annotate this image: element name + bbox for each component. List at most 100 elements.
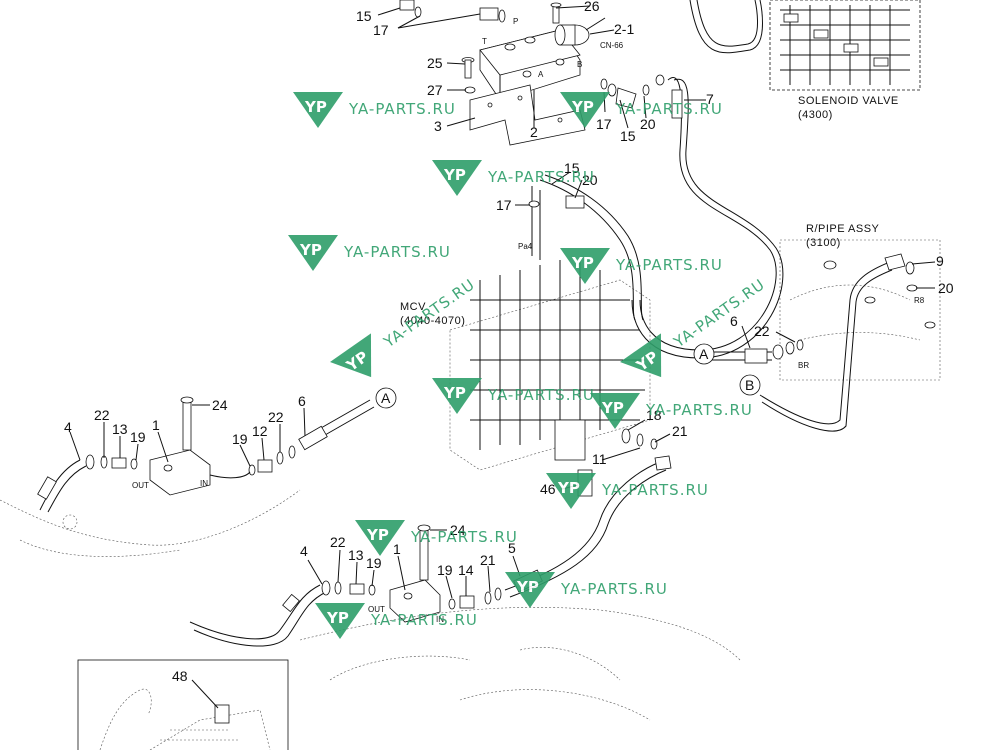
watermark-text: YA-PARTS.RU — [615, 256, 723, 274]
connector-a-label: A — [699, 346, 709, 362]
callout-17: 17 — [496, 197, 512, 213]
callout-12: 12 — [252, 423, 268, 439]
watermark: YP YA-PARTS.RU — [432, 378, 595, 414]
watermark-logo-icon — [432, 378, 482, 414]
text-labels: SOLENOID VALVE (4300) R/PIPE ASSY (3100)… — [132, 17, 925, 624]
solenoid-coil-2-1 — [554, 17, 606, 46]
callout-22: 22 — [330, 534, 346, 550]
connector-b-circle — [739, 374, 761, 396]
callout-21: 21 — [672, 423, 688, 439]
callout-14: 14 — [458, 562, 474, 578]
callout-18: 18 — [646, 407, 662, 423]
watermark-text: YA-PARTS.RU — [410, 528, 518, 546]
watermark: YP YA-PARTS.RU — [315, 603, 478, 639]
callout-20: 20 — [640, 116, 656, 132]
callout-9: 9 — [936, 253, 944, 269]
watermark: YP YA-PARTS.RU — [355, 520, 518, 556]
watermark-logo-icon — [505, 572, 555, 608]
fitting-15-top — [399, 0, 506, 23]
callout-24: 24 — [212, 397, 228, 413]
watermark-logo-text: YP — [557, 479, 580, 497]
watermark-text: YA-PARTS.RU — [615, 100, 723, 118]
watermark-text: YA-PARTS.RU — [487, 168, 595, 186]
watermark-logo-text: YP — [571, 98, 594, 116]
in-label: IN — [200, 479, 208, 488]
rpipe-assy-illustration — [779, 239, 941, 381]
callout-19: 19 — [437, 562, 453, 578]
port-a-label: A — [538, 70, 544, 79]
callout-4: 4 — [64, 419, 72, 435]
out-label: OUT — [132, 481, 149, 490]
connector-b-label: B — [745, 377, 754, 393]
callout-numbers: 15 17 26 2-1 25 27 3 2 7 17 20 15 15 20 … — [64, 0, 954, 684]
watermark-logo-text: YP — [601, 399, 624, 417]
out-label: OUT — [368, 605, 385, 614]
callout-22: 22 — [94, 407, 110, 423]
watermark-logo-icon — [330, 333, 372, 378]
solenoid-valve-ref: (4300) — [798, 109, 833, 121]
rpipe-assy-ref: (3100) — [806, 237, 841, 249]
watermark-text: YA-PARTS.RU — [487, 386, 595, 404]
callout-19: 19 — [232, 431, 248, 447]
bolt-25 — [461, 57, 476, 94]
pa4-label: Pa4 — [518, 242, 533, 251]
mcv-ref: (4040-4070) — [400, 315, 465, 327]
callout-26: 26 — [584, 0, 600, 14]
watermark-logo-icon — [432, 160, 482, 196]
bottom-valve-block-1 — [389, 524, 441, 623]
cn66-label: CN-66 — [600, 41, 624, 50]
callout-1: 1 — [393, 541, 401, 557]
callout-7: 7 — [706, 91, 714, 107]
watermark-logo-icon — [620, 333, 662, 378]
callout-21: 21 — [480, 552, 496, 568]
in-label: IN — [436, 615, 444, 624]
watermark-text: YA-PARTS.RU — [370, 611, 478, 629]
watermark-text: YA-PARTS.RU — [348, 100, 456, 118]
bracket-3 — [469, 84, 586, 146]
callout-24: 24 — [450, 522, 466, 538]
watermark-logo-text: YP — [571, 254, 594, 272]
port-b-label: B — [577, 60, 582, 69]
bolt-26 — [550, 2, 562, 24]
valve-block-2 — [479, 29, 581, 101]
watermark-logo-text: YP — [304, 98, 327, 116]
callout-2-1: 2-1 — [614, 21, 634, 37]
port-t-label: T — [482, 37, 487, 46]
callout-2: 2 — [530, 124, 538, 140]
callout-4: 4 — [300, 543, 308, 559]
callout-5: 5 — [508, 540, 516, 556]
watermark-logo-icon — [355, 520, 405, 556]
watermark-logo-text: YP — [443, 384, 466, 402]
connector-a-label: A — [381, 390, 391, 406]
watermark-logo-text: YP — [299, 241, 322, 259]
watermark-logo-text: YP — [326, 609, 349, 627]
callout-20: 20 — [582, 172, 598, 188]
left-valve-block-1 — [149, 396, 211, 496]
watermark-text: YA-PARTS.RU — [645, 401, 753, 419]
callout-1: 1 — [152, 417, 160, 433]
port-p-label: P — [513, 17, 518, 26]
connector-markers: A A B — [375, 343, 761, 409]
callout-13: 13 — [348, 547, 364, 563]
callout-22: 22 — [754, 323, 770, 339]
watermark-logo-icon — [293, 92, 343, 128]
r8-label: R8 — [914, 296, 925, 305]
callout-20: 20 — [938, 280, 954, 296]
watermark-logo-text: YP — [366, 526, 389, 544]
rpipe-assy-label: R/PIPE ASSY — [806, 223, 880, 235]
mcv-label: MCV — [400, 301, 426, 313]
callout-11: 11 — [592, 451, 607, 467]
callout-6: 6 — [730, 313, 738, 329]
callout-13: 13 — [112, 421, 128, 437]
connector-a-circle — [693, 343, 715, 365]
leader-lines — [69, 5, 936, 709]
callout-19: 19 — [130, 429, 146, 445]
watermark: YP YA-PARTS.RU — [560, 248, 723, 284]
